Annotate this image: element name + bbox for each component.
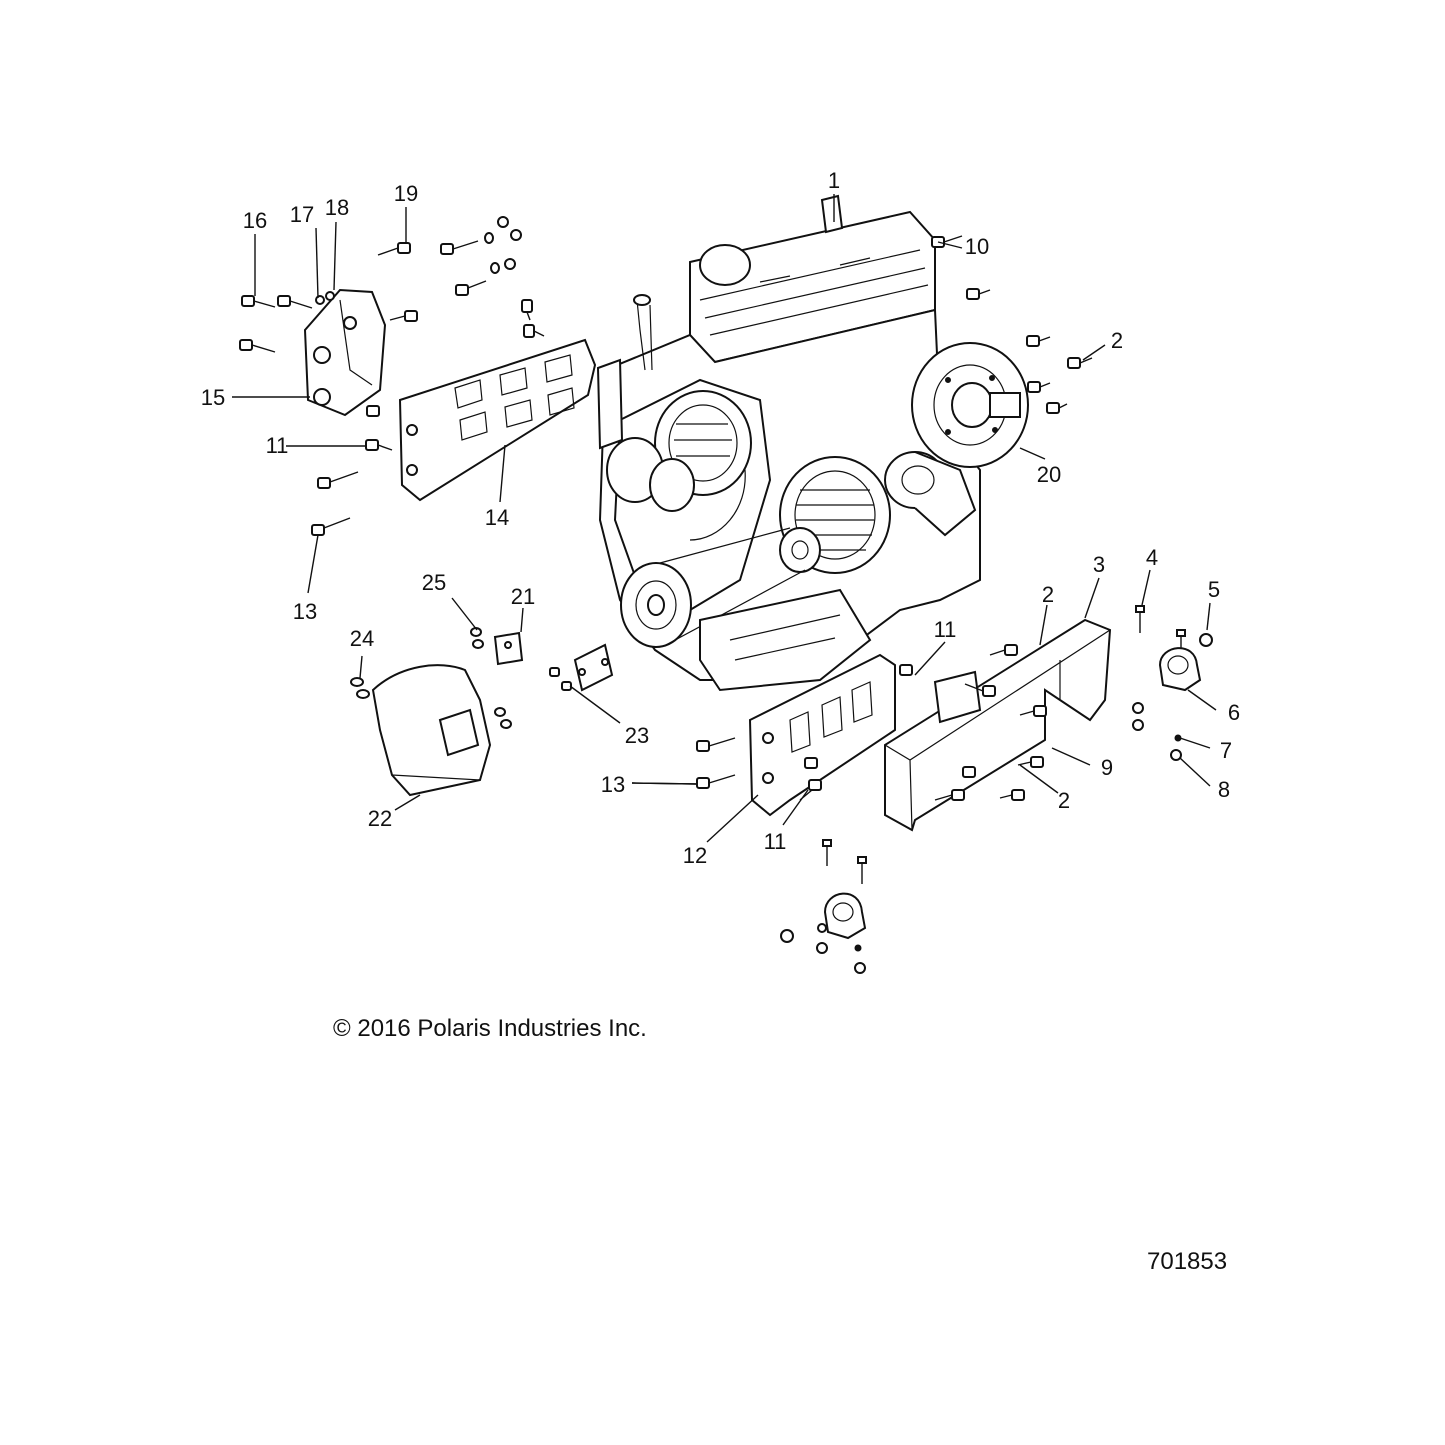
callout-6: 6	[1228, 700, 1240, 725]
fasteners-24-25	[350, 627, 512, 729]
flex-plate	[911, 342, 1029, 468]
callout-9: 9	[1101, 755, 1113, 780]
callout-13-left: 13	[293, 599, 317, 624]
callout-14: 14	[485, 505, 509, 530]
plate-23	[549, 643, 614, 692]
callout-20: 20	[1037, 462, 1061, 487]
callout-4: 4	[1146, 545, 1158, 570]
leader-lines	[232, 194, 1217, 843]
callout-12: 12	[683, 843, 707, 868]
callout-22: 22	[368, 806, 392, 831]
callout-2-lower: 2	[1058, 788, 1070, 813]
callout-11-lower: 11	[764, 829, 787, 854]
callout-5: 5	[1208, 577, 1220, 602]
callout-13-right: 13	[601, 772, 625, 797]
callout-21: 21	[511, 584, 535, 609]
callout-15: 15	[201, 385, 225, 410]
engine-assembly	[596, 194, 981, 692]
callout-24: 24	[350, 626, 374, 651]
callout-8: 8	[1218, 777, 1230, 802]
bracket-21	[493, 631, 524, 666]
bolts-upper-right	[931, 235, 1093, 414]
callout-labels: 1 2 2 2 3 4 5 6 7 8 9 10 11 11 11 12 13 …	[201, 168, 1240, 868]
callout-2-mid: 2	[1042, 582, 1054, 607]
callout-19: 19	[394, 181, 418, 206]
callout-16: 16	[243, 208, 267, 233]
engine-mount-bracket-12	[748, 653, 896, 817]
crossmember-3	[884, 618, 1112, 832]
callout-18: 18	[325, 195, 349, 220]
callout-23: 23	[625, 723, 649, 748]
callout-11-left: 11	[266, 433, 289, 458]
engine-isolators	[823, 647, 1202, 940]
callout-3: 3	[1093, 552, 1105, 577]
callout-2-upper: 2	[1111, 328, 1123, 353]
engine-mount-bracket-left	[398, 338, 597, 502]
drawing-number: 701853	[1147, 1248, 1228, 1275]
heat-shield-22	[371, 664, 492, 797]
callout-10: 10	[965, 234, 989, 259]
bolts-lower	[696, 605, 1213, 974]
callout-7: 7	[1220, 738, 1232, 763]
callout-25: 25	[422, 570, 446, 595]
callout-17: 17	[290, 202, 314, 227]
copyright-notice: © 2016 Polaris Industries Inc.	[333, 1015, 647, 1042]
callout-1: 1	[828, 168, 840, 193]
bolts-upper-left	[239, 216, 545, 536]
engine-mount-15	[303, 288, 387, 417]
callout-11-right: 11	[934, 617, 957, 642]
